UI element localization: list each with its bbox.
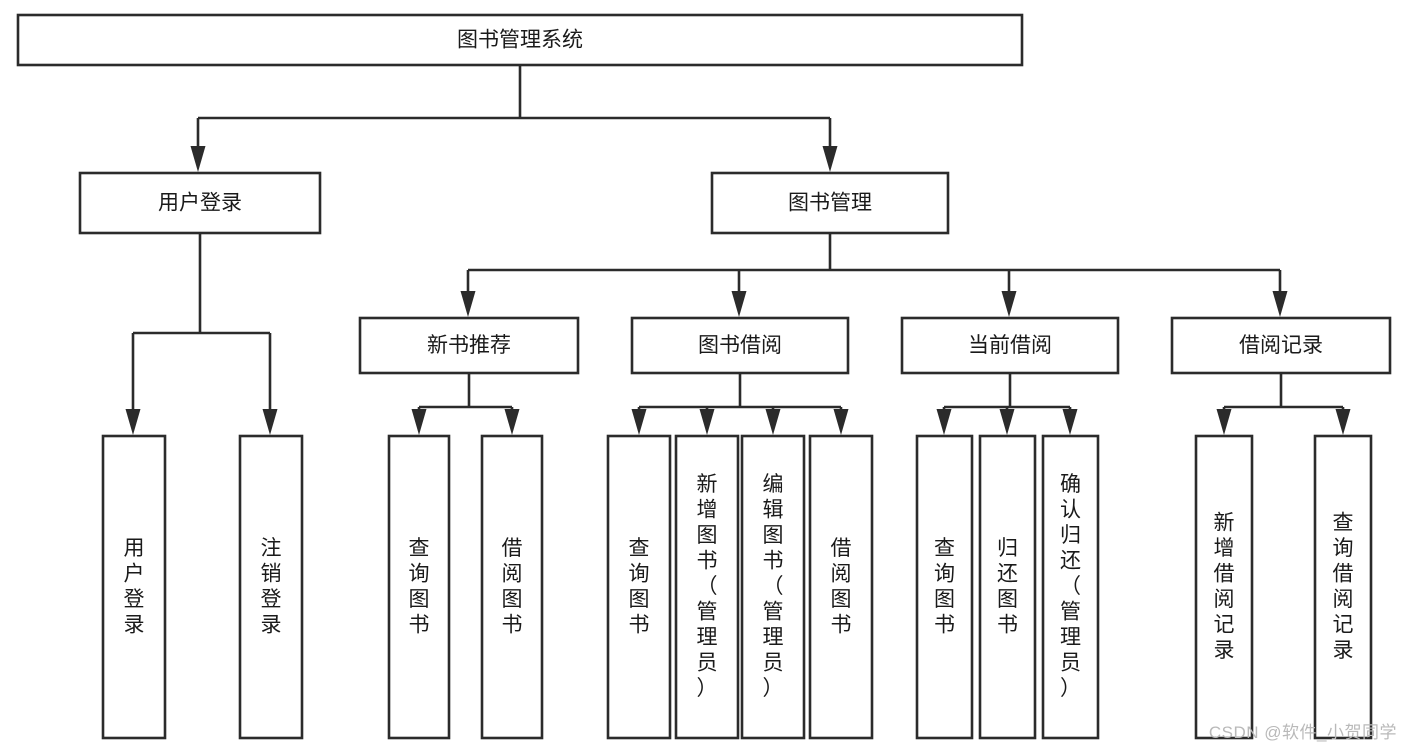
node-label: 图书管理 [788,192,872,215]
node-leaf-edit-book[interactable]: 编辑图书（管理员） [740,434,806,740]
node-current-borrow[interactable]: 当前借阅 [900,316,1120,375]
node-label: 新增借阅记录 [1214,511,1235,662]
connector-new-book-rec [411,373,520,435]
node-book-borrow[interactable]: 图书借阅 [630,316,850,375]
node-label: 借阅图书 [502,536,523,636]
node-label: 新书推荐 [427,334,511,357]
node-leaf-query-book-cur[interactable]: 查询图书 [915,434,974,740]
nodes-layer: 图书管理系统用户登录图书管理新书推荐图书借阅当前借阅借阅记录用户登录注销登录查询… [16,13,1392,740]
node-label: 用户登录 [124,536,145,636]
node-label: 借阅图书 [831,536,852,636]
node-leaf-query-book-borrow[interactable]: 查询图书 [606,434,672,740]
node-label: 确认归还（管理员） [1060,473,1081,700]
node-new-book-rec[interactable]: 新书推荐 [358,316,580,375]
connector-current-borrow [936,373,1078,435]
node-label: 查询借阅记录 [1333,511,1354,662]
node-label: 图书管理系统 [457,29,583,52]
node-leaf-borrow-book[interactable]: 借阅图书 [808,434,874,740]
node-label: 编辑图书（管理员） [763,473,784,700]
edges-layer [125,65,1351,435]
connector-book-borrow [631,373,849,435]
node-leaf-add-book[interactable]: 新增图书（管理员） [674,434,740,740]
node-label: 当前借阅 [968,334,1052,357]
node-leaf-user-login[interactable]: 用户登录 [101,434,167,740]
connector-book-manage [460,233,1288,317]
node-leaf-borrow-book-rec[interactable]: 借阅图书 [480,434,544,740]
node-label: 查询图书 [934,536,955,636]
node-leaf-confirm-return[interactable]: 确认归还（管理员） [1041,434,1100,740]
node-borrow-record[interactable]: 借阅记录 [1170,316,1392,375]
node-leaf-query-book-rec[interactable]: 查询图书 [387,434,451,740]
connector-user-login [125,233,278,435]
node-label: 图书借阅 [698,334,782,357]
node-leaf-user-logout[interactable]: 注销登录 [238,434,304,740]
node-label: 归还图书 [997,536,1018,636]
node-leaf-return-book[interactable]: 归还图书 [978,434,1037,740]
node-leaf-add-record[interactable]: 新增借阅记录 [1194,434,1254,740]
node-label: 用户登录 [158,192,242,215]
connector-root [190,65,838,172]
node-user-login[interactable]: 用户登录 [78,171,322,235]
node-label: 查询图书 [409,536,430,636]
connector-borrow-record [1216,373,1351,435]
node-book-manage[interactable]: 图书管理 [710,171,950,235]
node-root[interactable]: 图书管理系统 [16,13,1024,67]
node-label: 借阅记录 [1239,334,1323,357]
node-leaf-query-record[interactable]: 查询借阅记录 [1313,434,1373,740]
node-label: 新增图书（管理员） [697,473,718,700]
node-label: 注销登录 [261,536,282,636]
node-label: 查询图书 [629,536,650,636]
csdn-watermark: CSDN @软件_小贺同学 [1208,723,1397,742]
